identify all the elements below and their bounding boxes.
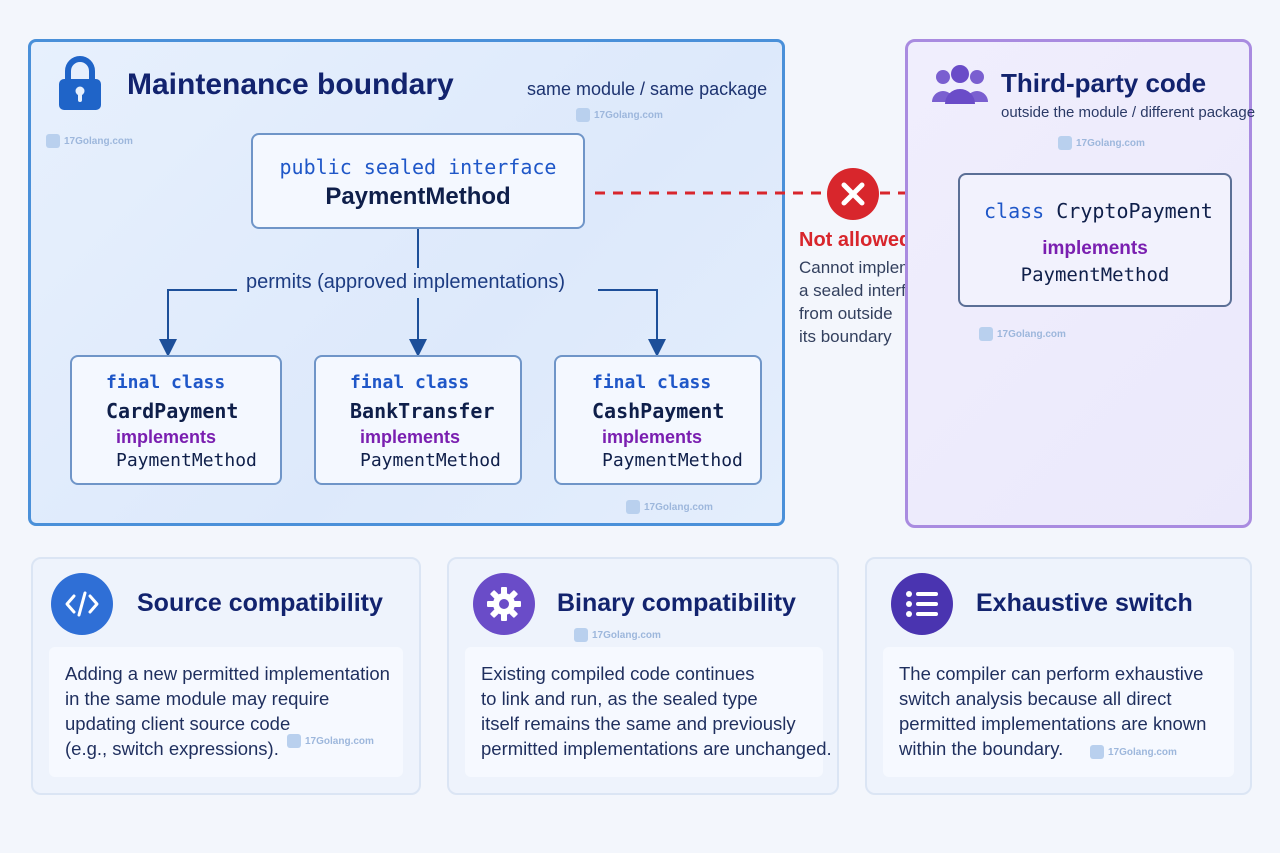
list-icon <box>891 573 953 635</box>
card-binary-compatibility: Binary compatibility Existing compiled c… <box>447 557 839 795</box>
card-title: Exhaustive switch <box>976 589 1193 617</box>
code-icon <box>51 573 113 635</box>
class-keyword: final class <box>350 372 470 393</box>
interface-box: public sealed interface PaymentMethod <box>251 133 585 229</box>
card-line: within the boundary. <box>899 738 1064 759</box>
not-allowed-line: from outside <box>799 304 893 323</box>
card-line: The compiler can perform exhaustive <box>899 663 1204 684</box>
class-keyword: class <box>984 199 1045 223</box>
lock-icon <box>59 56 101 110</box>
users-icon <box>932 65 988 104</box>
watermark: 17Golang.com <box>46 134 133 148</box>
card-line: permitted implementations are unchanged. <box>481 738 832 759</box>
implemented-interface: PaymentMethod <box>1020 264 1170 286</box>
not-allowed-description: Cannot implement a sealed interface from… <box>799 256 937 348</box>
card-source-compatibility: Source compatibility Adding a new permit… <box>31 557 421 795</box>
maintenance-subtitle: same module / same package <box>527 79 768 99</box>
maintenance-title: Maintenance boundary <box>127 68 454 101</box>
third-party-subtitle: outside the module / different package <box>1001 104 1256 121</box>
card-line: updating client source code <box>65 713 291 734</box>
watermark: 17Golang.com <box>1090 745 1177 759</box>
card-body: The compiler can perform exhaustive swit… <box>883 647 1234 777</box>
class-keyword: final class <box>106 372 226 393</box>
gear-icon <box>473 573 535 635</box>
watermark: 17Golang.com <box>979 327 1066 341</box>
not-allowed-label: Not allowed <box>799 229 912 251</box>
crypto-payment-box: class CryptoPayment implements PaymentMe… <box>958 173 1232 307</box>
class-name: CryptoPayment <box>1056 199 1213 223</box>
card-title: Binary compatibility <box>557 589 796 617</box>
interface-keyword: public sealed interface <box>279 155 557 179</box>
implements-keyword: implements <box>1042 238 1148 259</box>
not-allowed-line: Cannot implement <box>799 258 937 277</box>
class-box-cash-payment: final class CashPayment implements Payme… <box>554 355 762 485</box>
card-line: switch analysis because all direct <box>899 688 1172 709</box>
card-text: The compiler can perform exhaustive swit… <box>899 661 1206 761</box>
implemented-interface: PaymentMethod <box>360 450 501 471</box>
implements-keyword: implements <box>602 427 703 447</box>
card-line: to link and run, as the sealed type <box>481 688 758 709</box>
interface-name: PaymentMethod <box>325 183 511 210</box>
card-text: Adding a new permitted implementation in… <box>65 661 390 761</box>
permits-label: permits (approved implementations) <box>246 271 566 293</box>
card-line: Existing compiled code continues <box>481 663 755 684</box>
class-box-card-payment: final class CardPayment implements Payme… <box>70 355 282 485</box>
card-line: (e.g., switch expressions). <box>65 738 279 759</box>
error-x-icon <box>827 168 879 220</box>
implements-keyword: implements <box>116 427 217 447</box>
not-allowed-line: a sealed interface <box>799 281 934 300</box>
card-line: in the same module may require <box>65 688 330 709</box>
watermark: 17Golang.com <box>574 628 661 642</box>
class-box-bank-transfer: final class BankTransfer implements Paym… <box>314 355 522 485</box>
card-line: itself remains the same and previously <box>481 713 796 734</box>
class-name: CashPayment <box>592 399 725 423</box>
watermark: 17Golang.com <box>1058 136 1145 150</box>
card-title: Source compatibility <box>137 589 383 617</box>
card-line: Adding a new permitted implementation <box>65 663 390 684</box>
watermark: 17Golang.com <box>576 108 663 122</box>
card-exhaustive-switch: Exhaustive switch The compiler can perfo… <box>865 557 1252 795</box>
class-name: BankTransfer <box>350 399 495 423</box>
implemented-interface: PaymentMethod <box>602 450 743 471</box>
class-name: CardPayment <box>106 399 239 423</box>
card-body: Existing compiled code continues to link… <box>465 647 832 777</box>
class-keyword: final class <box>592 372 712 393</box>
card-line: permitted implementations are known <box>899 713 1207 734</box>
implemented-interface: PaymentMethod <box>116 450 257 471</box>
card-text: Existing compiled code continues to link… <box>481 661 832 761</box>
watermark: 17Golang.com <box>626 500 713 514</box>
not-allowed-line: its boundary <box>799 327 892 346</box>
watermark: 17Golang.com <box>287 734 374 748</box>
third-party-title: Third-party code <box>1001 68 1207 98</box>
implements-keyword: implements <box>360 427 461 447</box>
crypto-class-declaration: class CryptoPayment <box>984 199 1213 223</box>
card-body: Adding a new permitted implementation in… <box>49 647 403 777</box>
